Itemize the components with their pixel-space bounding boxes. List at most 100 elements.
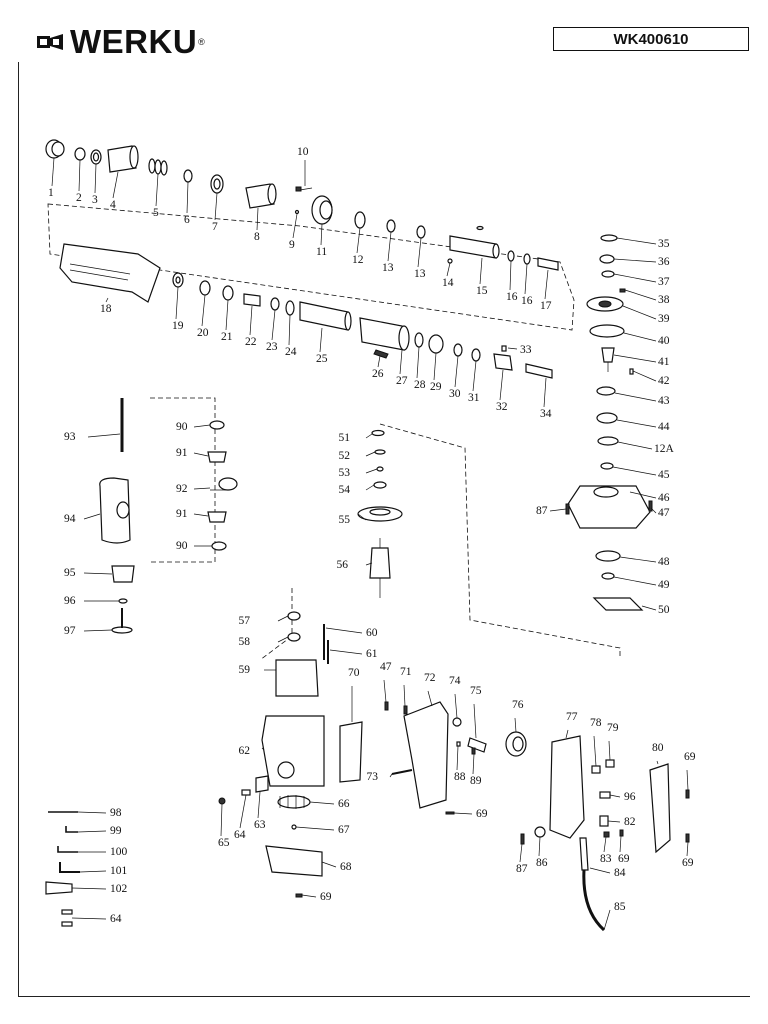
part-label-p21: 21 bbox=[221, 331, 233, 343]
part-label-p43: 43 bbox=[658, 395, 670, 407]
part-11-bearing-holder bbox=[311, 195, 333, 225]
part-label-p13b: 13 bbox=[414, 268, 426, 280]
part-label-p52: 52 bbox=[339, 450, 351, 462]
part-96b-capacitor bbox=[599, 791, 611, 799]
part-34-crank bbox=[525, 363, 553, 379]
part-5-spring bbox=[148, 158, 168, 176]
part-label-p26: 26 bbox=[372, 368, 384, 380]
part-26-key bbox=[373, 349, 389, 359]
leader-line-p1 bbox=[51, 157, 55, 187]
part-label-p50: 50 bbox=[658, 604, 670, 616]
leader-line-p65 bbox=[220, 803, 223, 837]
part-label-p31: 31 bbox=[468, 392, 480, 404]
part-86-clamp bbox=[534, 826, 546, 838]
part-99-hex-key bbox=[65, 826, 78, 833]
leader-line-p79 bbox=[608, 740, 611, 761]
part-label-p39: 39 bbox=[658, 313, 670, 325]
leader-line-p91a bbox=[193, 452, 209, 457]
leader-line-p91b bbox=[193, 513, 209, 517]
leader-line-p68 bbox=[321, 861, 337, 868]
brand-logo: WERKU ® bbox=[36, 24, 205, 60]
leader-line-p56 bbox=[365, 562, 373, 566]
part-73-screw bbox=[391, 769, 413, 775]
part-label-p20: 20 bbox=[197, 327, 209, 339]
leader-line-p18 bbox=[105, 297, 109, 303]
part-83-screw bbox=[603, 831, 610, 838]
part-9-pin bbox=[294, 209, 300, 215]
leader-line-p53 bbox=[365, 468, 378, 474]
part-85-cable bbox=[582, 869, 606, 932]
leader-line-p74 bbox=[454, 693, 458, 719]
part-label-p25: 25 bbox=[316, 353, 328, 365]
part-label-p33: 33 bbox=[520, 344, 532, 356]
leader-line-p95 bbox=[83, 572, 113, 575]
part-84-cable-guard bbox=[579, 837, 589, 871]
part-74-button bbox=[452, 717, 462, 727]
part-69c-screw bbox=[685, 789, 690, 799]
leader-line-p11 bbox=[320, 223, 323, 246]
part-97-bolt bbox=[111, 608, 133, 634]
part-label-p19: 19 bbox=[172, 320, 184, 332]
part-90a-ring bbox=[209, 420, 225, 430]
part-label-p46: 46 bbox=[658, 492, 670, 504]
part-label-p73: 73 bbox=[367, 771, 379, 783]
part-48-bearing bbox=[595, 550, 621, 562]
leader-line-p44 bbox=[616, 419, 657, 428]
part-6-washer bbox=[183, 169, 193, 183]
part-3-ring bbox=[90, 149, 102, 165]
part-label-p72: 72 bbox=[424, 672, 436, 684]
leader-line-p102 bbox=[71, 887, 107, 890]
part-label-p94: 94 bbox=[64, 513, 76, 525]
part-label-p92: 92 bbox=[176, 483, 188, 495]
part-label-p36: 36 bbox=[658, 256, 670, 268]
leader-line-p66 bbox=[309, 801, 335, 805]
part-64b-carbon-brushes bbox=[61, 909, 73, 927]
part-label-p48: 48 bbox=[658, 556, 670, 568]
upper-assembly-outline bbox=[47, 203, 575, 331]
part-15-cylinder bbox=[449, 235, 500, 259]
part-label-p69e: 69 bbox=[682, 857, 694, 869]
leader-line-p71 bbox=[403, 684, 406, 707]
part-13b-ring bbox=[416, 225, 426, 239]
part-label-p49: 49 bbox=[658, 579, 670, 591]
part-label-p55: 55 bbox=[339, 514, 351, 526]
part-82-capacitor bbox=[599, 815, 609, 827]
part-68-rear-cover bbox=[265, 845, 323, 877]
part-label-p93: 93 bbox=[64, 431, 76, 443]
part-label-p34: 34 bbox=[540, 408, 552, 420]
leader-line-p42 bbox=[632, 370, 657, 382]
part-62-motor-housing bbox=[261, 715, 325, 787]
part-label-p63: 63 bbox=[254, 819, 266, 831]
part-71-screw bbox=[403, 705, 408, 715]
leader-line-p14 bbox=[446, 262, 451, 277]
part-label-p95: 95 bbox=[64, 567, 76, 579]
part-63-brush-holder bbox=[255, 775, 269, 793]
part-52-washer bbox=[374, 449, 386, 455]
part-label-p89: 89 bbox=[470, 775, 482, 787]
part-label-p83: 83 bbox=[600, 853, 612, 865]
part-label-p74: 74 bbox=[449, 675, 461, 687]
part-2-washer bbox=[74, 147, 86, 161]
part-19-washer bbox=[172, 272, 184, 288]
part-42-pin bbox=[629, 368, 634, 375]
page-border-bottom bbox=[18, 996, 750, 997]
part-36-bearing bbox=[599, 254, 615, 264]
part-label-p44: 44 bbox=[658, 421, 670, 433]
leader-line-p84 bbox=[589, 867, 611, 874]
part-label-p6: 6 bbox=[184, 214, 190, 226]
part-label-p85: 85 bbox=[614, 901, 626, 913]
brand-name: WERKU bbox=[70, 23, 198, 60]
motor-housing-outline bbox=[259, 588, 293, 661]
part-label-p87a: 87 bbox=[536, 505, 548, 517]
leader-line-p63 bbox=[257, 791, 261, 819]
part-label-p88: 88 bbox=[454, 771, 466, 783]
part-label-p65: 65 bbox=[218, 837, 230, 849]
part-label-p59: 59 bbox=[239, 664, 251, 676]
leader-line-p38 bbox=[624, 289, 657, 301]
part-35-cap bbox=[600, 234, 618, 242]
part-label-p100: 100 bbox=[110, 846, 128, 858]
part-label-p3: 3 bbox=[92, 194, 98, 206]
leader-line-p77 bbox=[565, 729, 569, 739]
part-label-p30: 30 bbox=[449, 388, 461, 400]
part-label-p90b: 90 bbox=[176, 540, 188, 552]
